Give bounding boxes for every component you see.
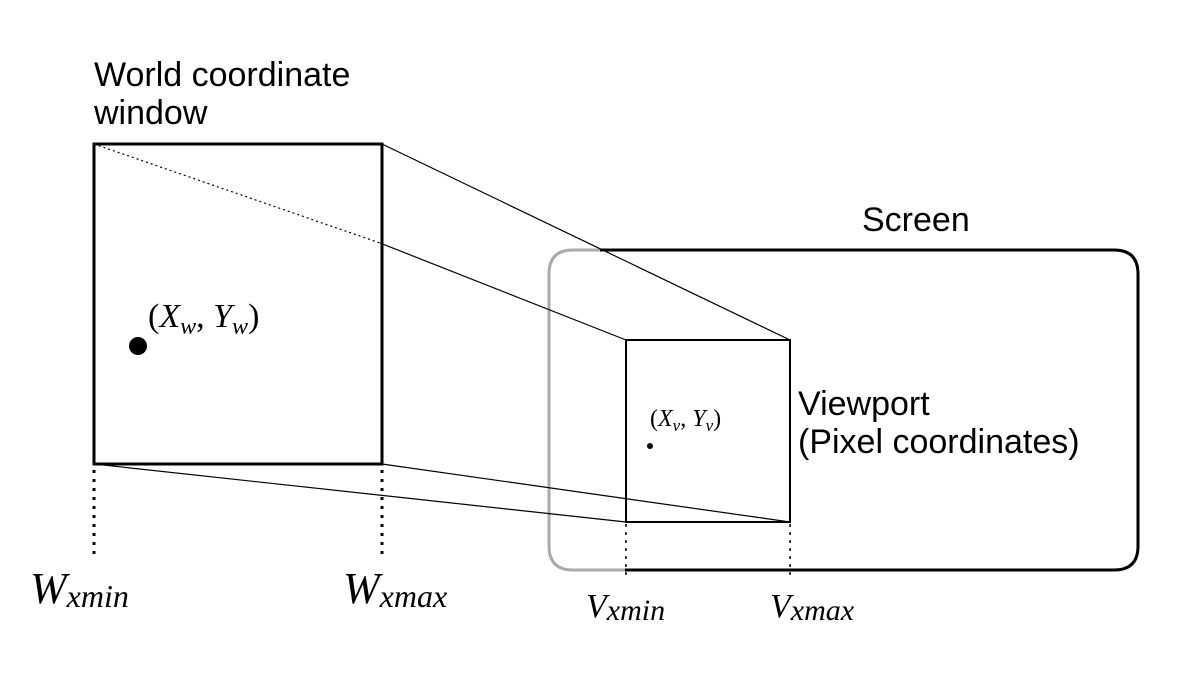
world-window (92, 142, 384, 466)
wxmin-label: Wxmin (30, 564, 129, 614)
viewport-label-line2: (Pixel coordinates) (798, 423, 1080, 461)
world-point-label: (Xw, Yw) (148, 298, 259, 340)
projection-line-top-left-hidden (93, 143, 381, 244)
wxmax-label: Wxmax (343, 564, 447, 614)
projection-line-bottom-left (93, 463, 627, 523)
world-window-title-line2: window (93, 94, 208, 132)
screen-hidden-edge (547, 248, 625, 572)
screen-frame (600, 248, 1140, 572)
projection-line-top-left (379, 242, 627, 341)
projection-line-bottom-right (381, 463, 791, 523)
screen-label: Screen (862, 201, 970, 239)
projection-line-top-right (381, 143, 791, 341)
viewport-point-label: (Xv, Yv) (650, 406, 721, 435)
viewport-label-line1: Viewport (798, 385, 930, 423)
world-point-dot (129, 337, 147, 355)
viewport-point-dot (647, 443, 653, 449)
world-window-title-line1: World coordinate (94, 56, 350, 94)
viewport-rect (625, 339, 791, 523)
vxmin-label: Vxmin (586, 588, 665, 627)
vxmax-label: Vxmax (770, 588, 855, 627)
